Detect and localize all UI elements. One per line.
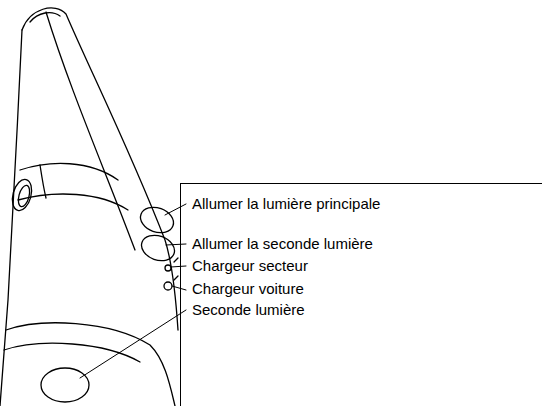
second-light-lens [41,368,89,402]
side-feature [9,177,35,213]
device-top [30,13,60,22]
device-body [22,8,178,330]
grip-band [40,165,46,198]
bottom-rim [6,323,175,406]
device-body [0,30,22,406]
callout-label: Seconde lumière [192,301,305,319]
car-charger-port [164,282,172,290]
mains-charger-port [165,265,171,271]
port-mark [174,258,178,280]
main-light-button [137,203,177,237]
leader-lines [80,204,186,378]
callout-box: Allumer la lumière principaleAllumer la … [180,183,542,406]
callout-label: Chargeur voiture [192,280,304,298]
device-seam [46,12,135,250]
side-feature [16,184,31,208]
second-light-button [138,231,178,265]
callout-label: Chargeur secteur [192,257,308,275]
grip-band [18,194,128,210]
grip-band [20,163,118,180]
callout-label: Allumer la lumière principale [192,195,380,213]
callout-label: Allumer la seconde lumière [192,235,373,253]
